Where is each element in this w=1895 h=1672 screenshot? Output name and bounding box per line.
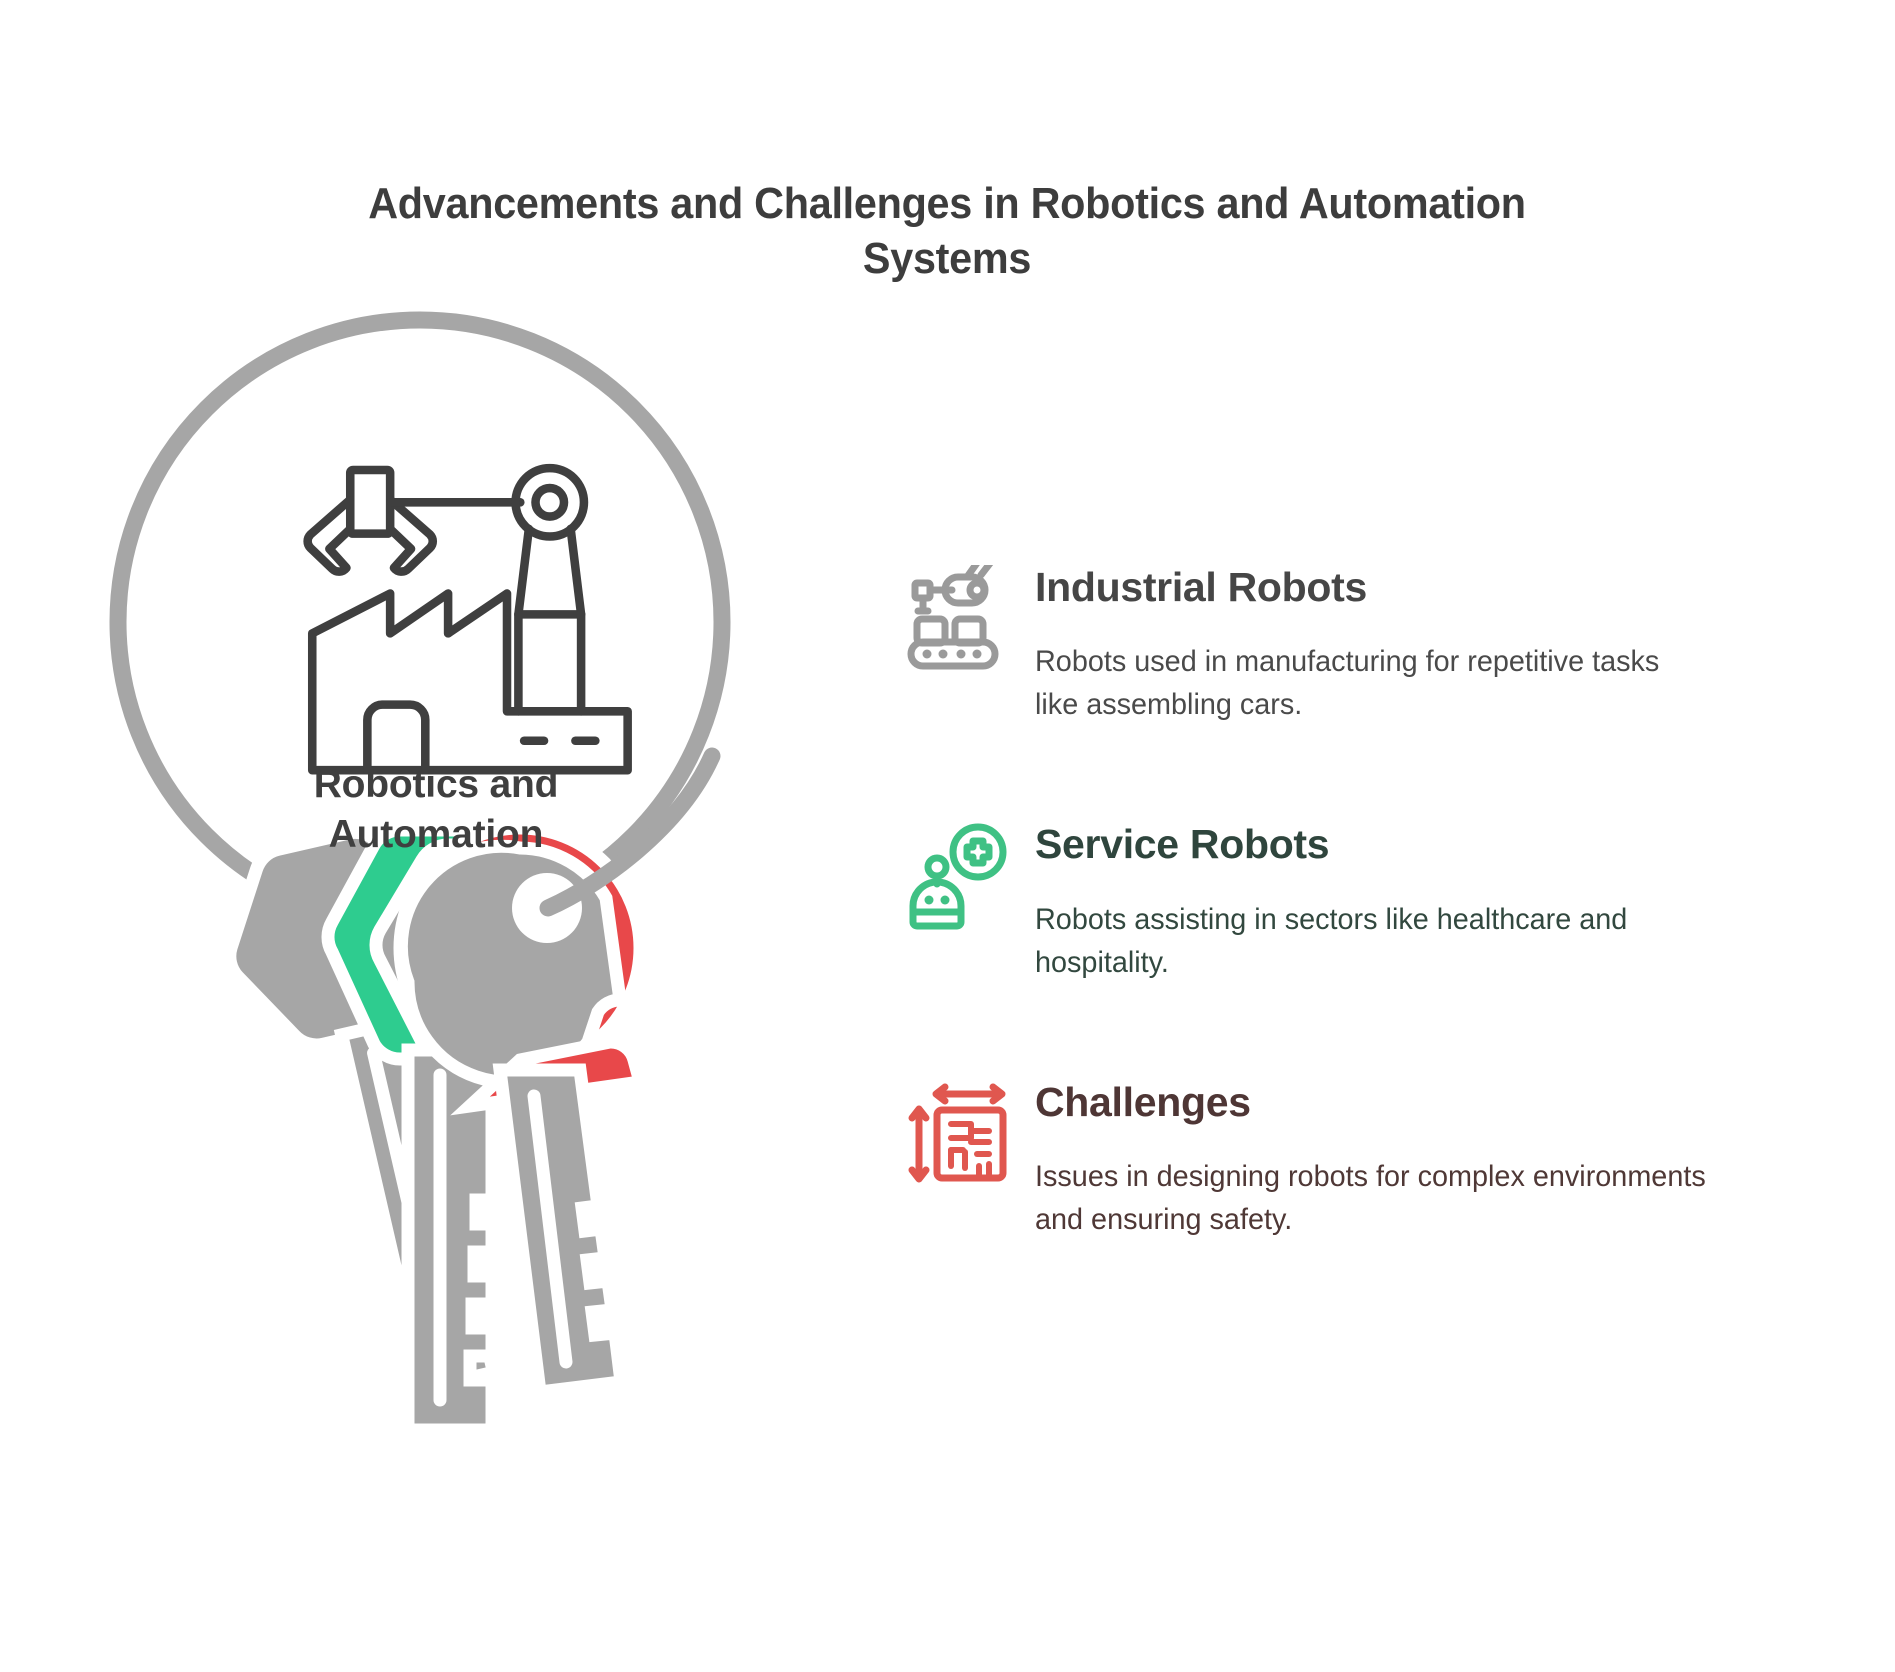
- list-item-challenges: Challenges Issues in designing robots fo…: [905, 1078, 1735, 1241]
- list-item-body: Robots assisting in sectors like healthc…: [1035, 902, 1628, 979]
- list-item-service-robots: Service Robots Robots assisting in secto…: [905, 822, 1735, 983]
- list-item-body: Issues in designing robots for complex e…: [1035, 1160, 1706, 1237]
- topic-list: Industrial Robots Robots used in manufac…: [905, 555, 1735, 1271]
- service-robot-medical-cross-icon: [905, 822, 1015, 932]
- list-item-industrial-robots: Industrial Robots Robots used in manufac…: [905, 564, 1735, 726]
- factory-robot-arm-icon: [303, 463, 632, 775]
- list-item-heading: Challenges: [1035, 1078, 1251, 1125]
- page-title-text: Advancements and Challenges in Robotics …: [368, 179, 1526, 283]
- industrial-robot-conveyor-icon: [905, 565, 1015, 675]
- list-item-heading: Industrial Robots: [1035, 564, 1368, 610]
- page-title: Advancements and Challenges in Robotics …: [247, 176, 1647, 286]
- list-item-body: Robots used in manufacturing for repetit…: [1035, 645, 1660, 722]
- list-item-heading: Service Robots: [1035, 821, 1330, 868]
- central-concept-illustration: Robotics and Automation: [0, 300, 900, 1570]
- floorplan-dimensions-icon: [905, 1080, 1015, 1190]
- keyring-overlap-segment: [539, 747, 721, 917]
